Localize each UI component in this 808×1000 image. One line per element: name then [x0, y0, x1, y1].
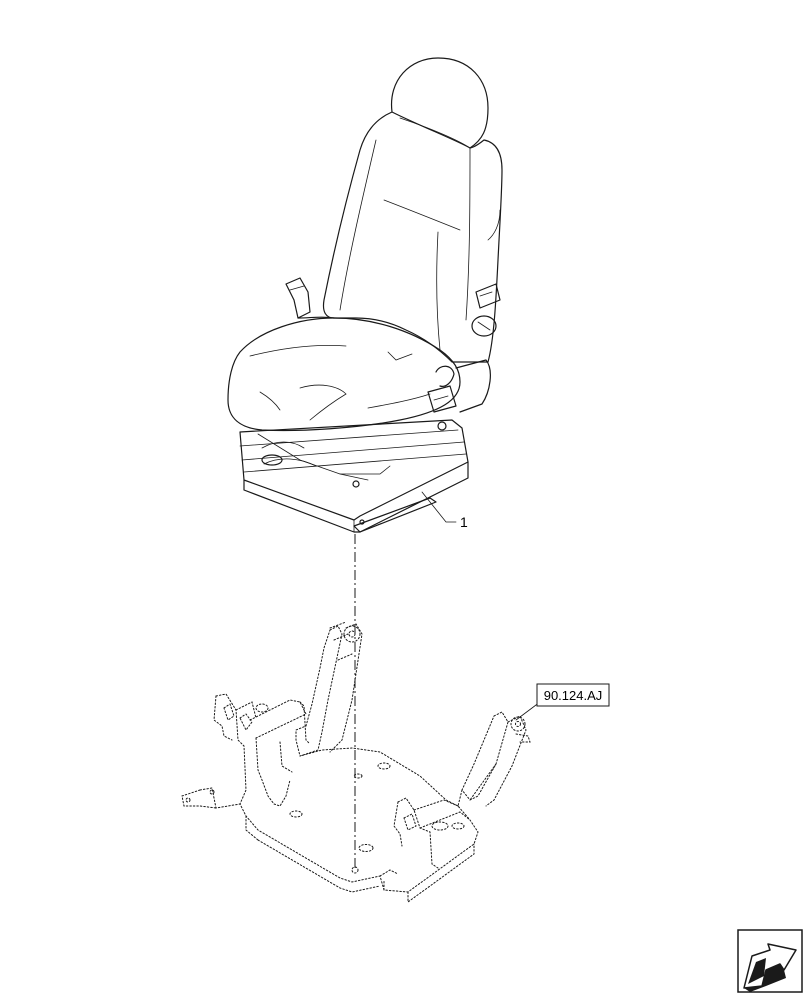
- headrest: [390, 57, 489, 149]
- reference-leader: [515, 701, 541, 721]
- backrest: [322, 111, 503, 363]
- left-upright: [295, 625, 343, 757]
- right-upright: [461, 711, 509, 801]
- left-bracket: [215, 693, 247, 805]
- reference-label[interactable]: 90.124.AJ: [544, 688, 603, 703]
- seat-belt-buckle: [427, 359, 491, 431]
- seat-suspension: [239, 419, 469, 533]
- callout-leader-1: [421, 491, 457, 523]
- next-page-arrow-icon[interactable]: [737, 929, 803, 993]
- seat-cushion: [227, 317, 461, 432]
- callout-label-1: 1: [460, 514, 468, 530]
- base-plate: [199, 747, 479, 893]
- seat-mounting-frame: [181, 621, 531, 903]
- reference-label-box[interactable]: 90.124.AJ: [536, 683, 610, 707]
- seat-assembly: [227, 57, 503, 533]
